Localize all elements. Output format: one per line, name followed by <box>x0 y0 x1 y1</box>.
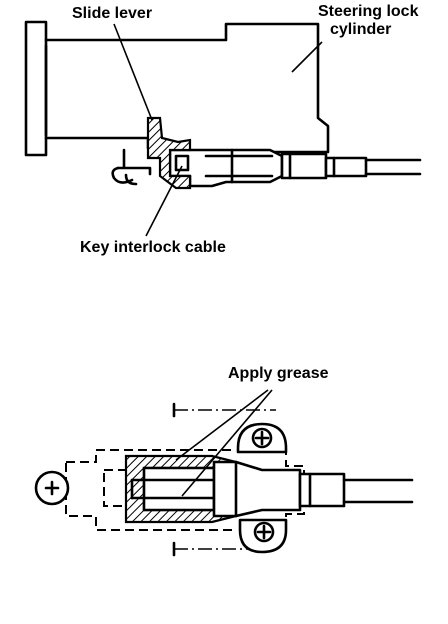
cable-grease-assembly: Apply grease <box>34 365 414 557</box>
slide-lever <box>146 116 192 190</box>
cable-fitting-2 <box>324 156 368 178</box>
leader-steering-lock <box>291 41 323 73</box>
label-steering-lock-line1: Steering lock <box>318 3 419 20</box>
label-key-interlock: Key interlock cable <box>80 239 226 256</box>
label-slide-lever: Slide lever <box>72 5 152 22</box>
cable-cap <box>212 460 302 518</box>
label-apply-grease: Apply grease <box>228 365 329 382</box>
label-steering-lock-line2: cylinder <box>330 21 391 38</box>
leader-key-interlock <box>145 165 183 237</box>
leader-slide-lever <box>113 23 153 121</box>
screw-top-right <box>236 422 288 454</box>
cable <box>342 478 414 504</box>
screw-left <box>34 470 70 506</box>
screw-bottom-right <box>238 518 288 554</box>
steering-lock-assembly: Slide lever Steering lock cylinder Key i… <box>24 3 422 256</box>
key-interlock-cable <box>364 158 422 176</box>
steering-lock-housing <box>44 22 330 160</box>
cable-fitting-1 <box>280 152 328 180</box>
mounting-flange <box>24 20 48 157</box>
